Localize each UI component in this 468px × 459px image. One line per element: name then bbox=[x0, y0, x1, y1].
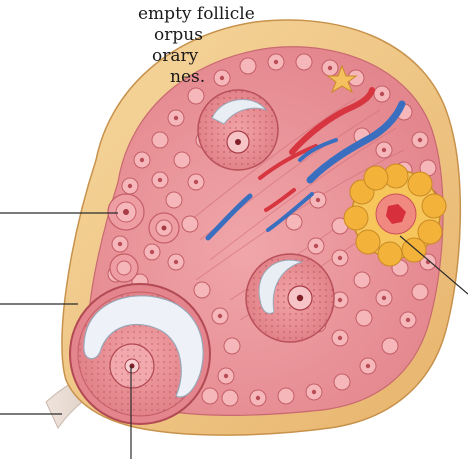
secondary-follicle-top bbox=[198, 90, 278, 170]
caption-line-2: orpus bbox=[0, 25, 230, 46]
caption-line-3: orary bbox=[0, 46, 230, 67]
figure-caption: empty follicle orpus orary nes. bbox=[0, 4, 230, 88]
caption-line-4: nes. bbox=[0, 67, 230, 88]
caption-line-1: empty follicle bbox=[0, 4, 230, 25]
mature-follicle bbox=[70, 284, 210, 424]
secondary-follicle-bottom bbox=[246, 254, 334, 342]
